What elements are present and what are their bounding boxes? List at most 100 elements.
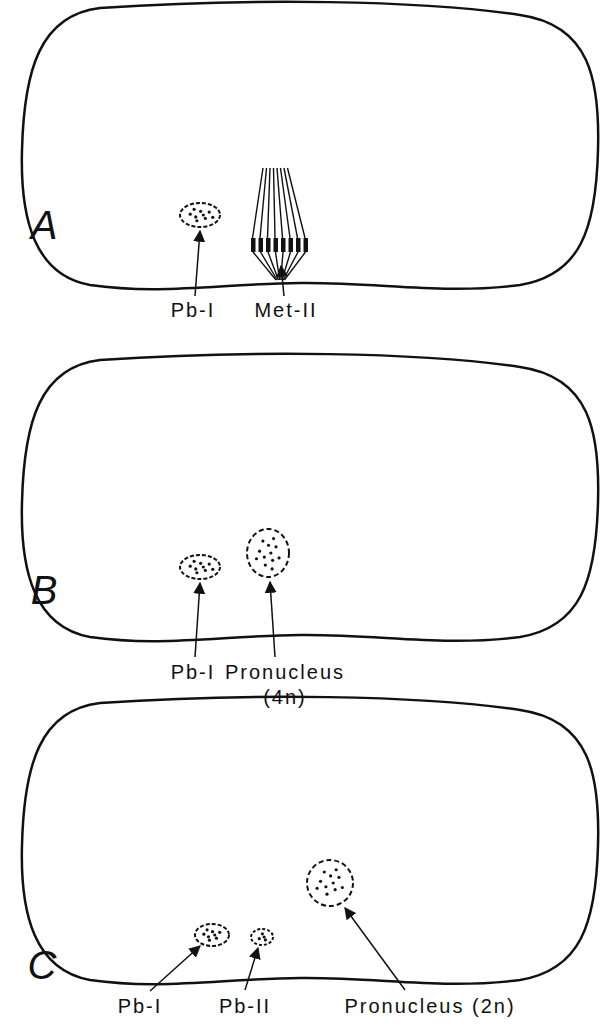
spindle-fiber bbox=[260, 168, 267, 238]
spindle bbox=[251, 168, 308, 280]
chromatin-dot bbox=[329, 874, 332, 877]
chromatin-dot bbox=[202, 213, 205, 216]
structure-label: Pb-I bbox=[118, 994, 163, 1019]
structure-label: Pb-II bbox=[219, 994, 271, 1019]
chromatin-dot bbox=[211, 216, 214, 219]
structure-label: Met-II bbox=[254, 298, 317, 323]
chromatin-dot bbox=[271, 559, 274, 562]
chromatin-dot bbox=[319, 880, 322, 883]
spindle-fiber bbox=[268, 252, 278, 280]
leader-arrow bbox=[345, 908, 405, 990]
structure-label: Pb-I bbox=[171, 298, 216, 323]
panel-letter: C bbox=[28, 945, 57, 985]
chromatin-dot bbox=[258, 550, 261, 553]
leader-arrow bbox=[281, 266, 284, 296]
chromatin-dot bbox=[277, 556, 280, 559]
chromatin-dot bbox=[193, 208, 196, 211]
chromatin-dot bbox=[323, 870, 326, 873]
polar-body bbox=[251, 929, 273, 945]
chromatin-dot bbox=[193, 560, 196, 563]
structure-label: Pronucleus (4n) bbox=[225, 660, 345, 710]
chromatin-dot bbox=[269, 551, 272, 554]
pronucleus bbox=[307, 860, 353, 906]
chromatin-dot bbox=[208, 562, 211, 565]
chromatin-dot bbox=[255, 557, 258, 560]
structure-label: Pb-I bbox=[171, 660, 216, 685]
chromatin-dot bbox=[271, 567, 274, 570]
chromosome bbox=[259, 238, 264, 252]
chromatin-dot bbox=[335, 868, 338, 871]
chromatin-dot bbox=[211, 930, 214, 933]
leader-arrow bbox=[195, 583, 200, 657]
spindle-fiber bbox=[268, 168, 271, 238]
panel-letter: B bbox=[31, 570, 58, 610]
chromatin-dot bbox=[263, 935, 266, 938]
spindle-fiber bbox=[282, 252, 291, 280]
chromosome bbox=[274, 238, 279, 252]
chromatin-dot bbox=[324, 885, 327, 888]
spindle-fiber bbox=[274, 168, 276, 238]
chromatin-dot bbox=[194, 215, 197, 218]
chromatin-dot bbox=[264, 563, 267, 566]
spindle-fiber bbox=[288, 168, 306, 238]
chromatin-dot bbox=[341, 886, 344, 889]
egg-outline bbox=[22, 354, 598, 641]
polar-body bbox=[180, 555, 220, 579]
chromatin-dot bbox=[202, 933, 205, 936]
chromatin-dot bbox=[195, 219, 198, 222]
chromosome bbox=[266, 238, 271, 252]
egg-outline bbox=[22, 2, 598, 289]
polar-body bbox=[195, 924, 229, 946]
chromatin-dot bbox=[264, 938, 267, 941]
panel-letter: A bbox=[31, 205, 58, 245]
egg-outline bbox=[22, 697, 598, 984]
leader-arrow bbox=[270, 582, 275, 657]
chromosome bbox=[251, 238, 256, 252]
chromatin-dot bbox=[199, 210, 202, 213]
chromatin-dot bbox=[325, 893, 328, 896]
chromatin-dot bbox=[218, 931, 221, 934]
chromatin-dot bbox=[204, 569, 207, 572]
chromatin-dot bbox=[337, 876, 340, 879]
polar-body bbox=[180, 203, 220, 227]
chromatin-dot bbox=[215, 937, 218, 940]
egg-panel-a bbox=[22, 2, 598, 296]
structure-label: Pronucleus (2n) bbox=[344, 994, 515, 1019]
chromatin-dot bbox=[202, 565, 205, 568]
chromatin-dot bbox=[208, 939, 211, 942]
chromatin-dot bbox=[267, 544, 270, 547]
pronucleus bbox=[247, 529, 289, 577]
chromatin-dot bbox=[258, 937, 261, 940]
leader-arrow bbox=[150, 946, 200, 991]
chromatin-dot bbox=[316, 887, 319, 890]
chromatin-dot bbox=[332, 881, 335, 884]
chromatin-dot bbox=[205, 928, 208, 931]
chromosome bbox=[296, 238, 301, 252]
chromosome bbox=[281, 238, 286, 252]
chromatin-dot bbox=[204, 217, 207, 220]
chromatin-dot bbox=[272, 537, 275, 540]
spindle-fiber bbox=[276, 252, 280, 280]
chromatin-dot bbox=[211, 568, 214, 571]
chromatin-dot bbox=[274, 545, 277, 548]
chromosome bbox=[289, 238, 294, 252]
chromatin-dot bbox=[261, 539, 264, 542]
chromatin-dot bbox=[195, 571, 198, 574]
chromatin-dot bbox=[189, 565, 192, 568]
chromatin-dot bbox=[208, 210, 211, 213]
spindle-fiber bbox=[284, 252, 305, 280]
spindle-fiber bbox=[281, 168, 291, 238]
chromatin-dot bbox=[189, 213, 192, 216]
leader-arrow bbox=[195, 231, 200, 296]
chromatin-dot bbox=[334, 888, 337, 891]
chromatin-dot bbox=[194, 567, 197, 570]
egg-panel-b bbox=[22, 354, 598, 657]
chromosome bbox=[304, 238, 309, 252]
chromatin-dot bbox=[261, 932, 264, 935]
chromatin-dot bbox=[199, 562, 202, 565]
leader-arrow bbox=[245, 948, 258, 990]
chromatin-dot bbox=[213, 933, 216, 936]
chromatin-dot bbox=[263, 555, 266, 558]
egg-panel-c bbox=[22, 697, 598, 991]
